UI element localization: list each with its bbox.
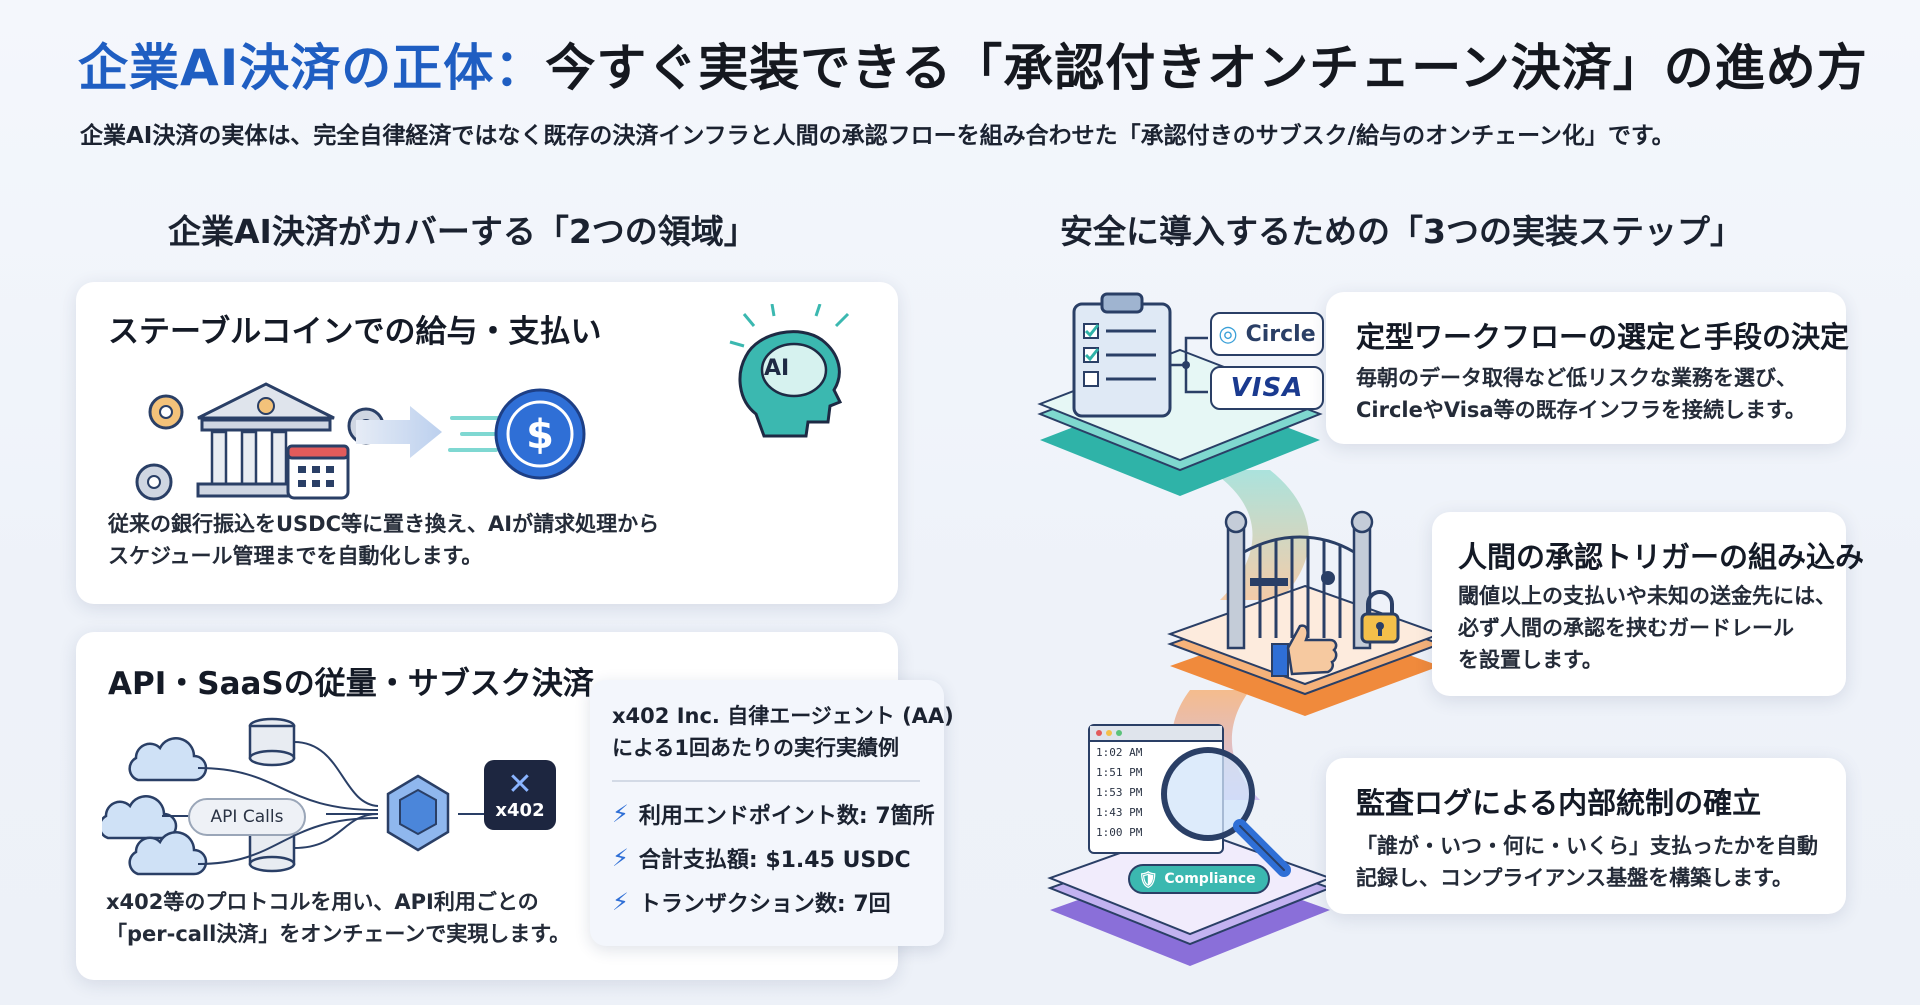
- log-row: 1:53 PM: [1096, 786, 1143, 799]
- visa-logo: VISA: [1210, 366, 1324, 410]
- payroll-body-line2: スケジュール管理までを自動化します。: [108, 544, 483, 568]
- circle-mark-icon: ◎: [1218, 321, 1238, 347]
- step1-body-line1: 毎朝のデータ取得など低リスクな業務を選び、: [1356, 366, 1797, 390]
- payroll-card-title: ステーブルコインでの給与・支払い: [108, 314, 602, 350]
- step2-card: 人間の承認トリガーの組み込み 閾値以上の支払いや未知の送金先には、 必ず人間の承…: [1432, 512, 1864, 696]
- ai-label: AI: [764, 356, 790, 381]
- padlock-icon: [1360, 590, 1400, 644]
- stats-heading-line2: による1回あたりの実行実績例: [612, 736, 899, 760]
- stat-tx-count: ⚡ トランザクション数: 7回: [612, 886, 891, 918]
- dot-icon: [1106, 730, 1112, 736]
- api-card-title: API・SaaSの従量・サブスク決済: [108, 666, 594, 702]
- page-subtitle: 企業AI決済の実体は、完全自律経済ではなく既存の決済インフラと人間の承認フローを…: [80, 123, 1675, 149]
- stats-heading: x402 Inc. 自律エージェント (AA) による1回あたりの実行実績例: [612, 700, 954, 764]
- checklist-clipboard-icon: [1072, 292, 1172, 418]
- left-section-heading: 企業AI決済がカバーする「2つの領域」: [168, 212, 757, 251]
- visa-logo-text: VISA: [1230, 373, 1304, 403]
- payroll-body-line1: 従来の銀行振込をUSDC等に置き換え、AIが請求処理から: [108, 512, 660, 536]
- step3-title: 監査ログによる内部統制の確立: [1356, 786, 1762, 820]
- stat-total-paid-text: 合計支払額: $1.45 USDC: [638, 848, 911, 873]
- step1-card: 定型ワークフローの選定と手段の決定 毎朝のデータ取得など低リスクな業務を選び、 …: [1326, 292, 1850, 444]
- api-network-diagram: [102, 717, 498, 876]
- page-title: 企業AI決済の正体：今すぐ実装できる「承認付きオンチェーン決済」の進め方: [78, 28, 1868, 100]
- step1-title: 定型ワークフローの選定と手段の決定: [1356, 320, 1850, 354]
- log-row: 1:02 AM: [1096, 746, 1143, 759]
- arrow-right-icon: [356, 406, 442, 458]
- magnifier-icon: [1161, 747, 1291, 877]
- ai-brain-icon: [729, 304, 850, 438]
- step1-body-line2: CircleやVisa等の既存インフラを接続します。: [1356, 398, 1806, 422]
- title-colon: ：: [494, 39, 546, 97]
- dot-icon: [1096, 730, 1102, 736]
- compliance-badge-text: Compliance: [1164, 871, 1256, 887]
- api-calls-label: API Calls: [188, 798, 306, 836]
- stats-heading-line1: x402 Inc. 自律エージェント (AA): [612, 704, 954, 728]
- step2-title: 人間の承認トリガーの組み込み: [1458, 540, 1865, 574]
- bolt-icon: ⚡: [612, 800, 629, 828]
- dot-icon: [1116, 730, 1122, 736]
- shield-check-icon: 🛡: [1138, 869, 1159, 889]
- step3-body: 「誰が・いつ・何に・いくら」支払ったかを自動 記録し、コンプライアンス基盤を構築…: [1356, 830, 1818, 894]
- bolt-icon: ⚡: [612, 844, 629, 872]
- x402-logo-label: x402: [495, 799, 545, 821]
- bolt-icon: ⚡: [612, 888, 629, 916]
- api-body-line2: 「per-call決済」をオンチェーンで実現します。: [106, 922, 571, 946]
- stats-divider: [612, 780, 920, 782]
- log-row: 1:43 PM: [1096, 806, 1143, 819]
- payroll-card-body: 従来の銀行振込をUSDC等に置き換え、AIが請求処理から スケジュール管理までを…: [108, 508, 659, 572]
- x402-logo: ✕ x402: [484, 760, 556, 830]
- window-titlebar: [1090, 726, 1222, 742]
- step3-body-line1: 「誰が・いつ・何に・いくら」支払ったかを自動: [1356, 834, 1818, 858]
- step1-body: 毎朝のデータ取得など低リスクな業務を選び、 CircleやVisa等の既存インフ…: [1356, 362, 1806, 426]
- log-rows: 1:02 AM 1:51 PM 1:53 PM 1:43 PM 1:00 PM: [1090, 742, 1222, 843]
- api-card-body: x402等のプロトコルを用い、API利用ごとの 「per-call決済」をオンチ…: [106, 886, 570, 950]
- svg-text:$: $: [526, 412, 554, 458]
- api-body-line1: x402等のプロトコルを用い、API利用ごとの: [106, 890, 539, 914]
- stat-total-paid: ⚡ 合計支払額: $1.45 USDC: [612, 842, 911, 874]
- step2-body-line1: 閾値以上の支払いや未知の送金先には、: [1458, 584, 1836, 608]
- x402-stats-card: x402 Inc. 自律エージェント (AA) による1回あたりの実行実績例 ⚡…: [590, 680, 954, 946]
- stat-tx-count-text: トランザクション数: 7回: [638, 892, 891, 917]
- step2-body: 閾値以上の支払いや未知の送金先には、 必ず人間の承認を挟むガードレール を設置し…: [1458, 580, 1836, 676]
- step2-body-line3: を設置します。: [1458, 648, 1603, 672]
- right-section-heading: 安全に導入するための「3つの実装ステップ」: [1060, 212, 1743, 251]
- usdc-coin-icon: $: [448, 388, 586, 480]
- compliance-badge: 🛡 Compliance: [1128, 864, 1270, 894]
- log-row: 1:00 PM: [1096, 826, 1143, 839]
- payroll-card: ステーブルコインでの給与・支払い $: [76, 282, 898, 604]
- stat-endpoints-text: 利用エンドポイント数: 7箇所: [638, 804, 935, 829]
- step2-body-line2: 必ず人間の承認を挟むガードレール: [1458, 616, 1794, 640]
- title-highlight: 企業AI決済の正体: [78, 39, 495, 97]
- title-main: 今すぐ実装できる「承認付きオンチェーン決済」の進め方: [545, 39, 1868, 97]
- x-mark-icon: ✕: [507, 766, 533, 802]
- bank-icon: [135, 382, 385, 501]
- thumbs-up-icon: [1271, 624, 1338, 677]
- step3-body-line2: 記録し、コンプライアンス基盤を構築します。: [1356, 866, 1794, 890]
- stat-endpoints: ⚡ 利用エンドポイント数: 7箇所: [612, 798, 935, 830]
- circle-logo: ◎ Circle: [1210, 312, 1324, 356]
- circle-logo-text: Circle: [1245, 321, 1316, 347]
- security-gate-icon: [1224, 510, 1374, 650]
- step3-card: 監査ログによる内部統制の確立 「誰が・いつ・何に・いくら」支払ったかを自動 記録…: [1326, 758, 1846, 914]
- log-row: 1:51 PM: [1096, 766, 1143, 779]
- connector-lines: [1170, 336, 1208, 394]
